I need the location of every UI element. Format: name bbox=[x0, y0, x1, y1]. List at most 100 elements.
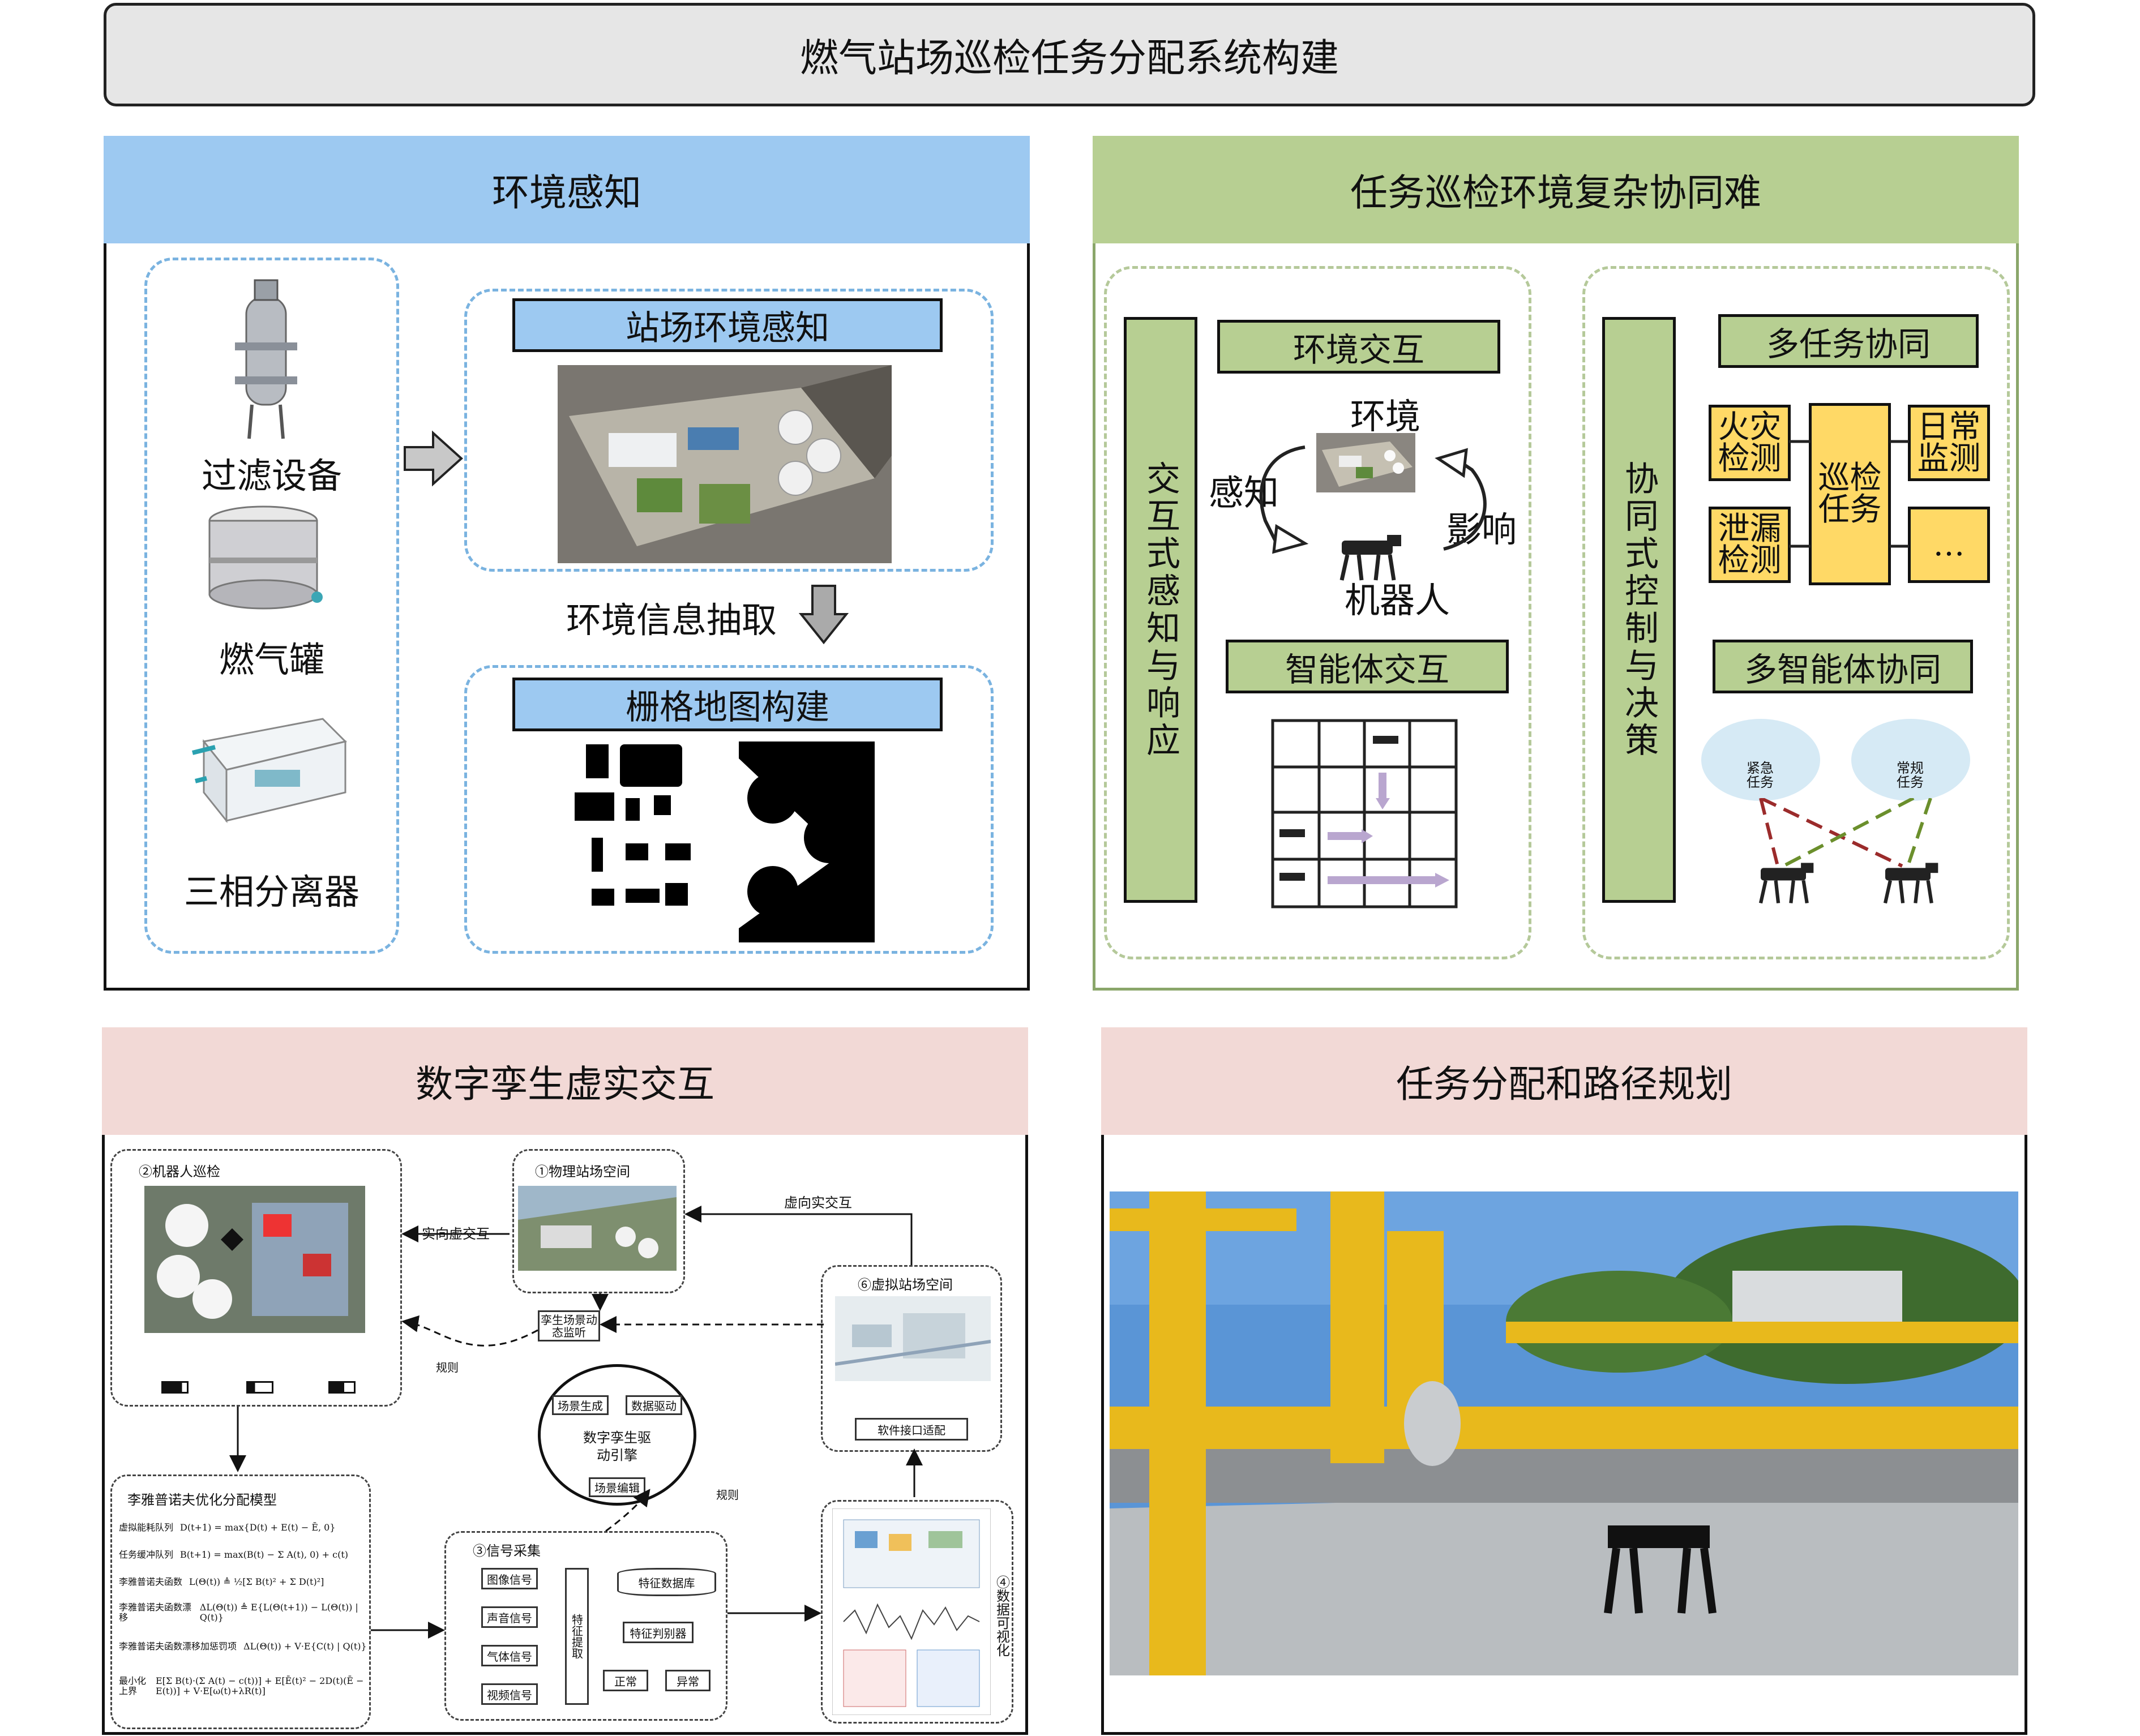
virtual-to-real-label: 虚向实交互 bbox=[784, 1195, 852, 1211]
lyapunov-row-formula: D(t+1) = max{D(t) + E(t) − Ē, 0} bbox=[180, 1521, 336, 1533]
separator-image bbox=[192, 718, 347, 824]
urgent-task-label: 紧急任务 bbox=[1747, 760, 1774, 791]
lyapunov-row-formula: E[Σ B(t)·(Σ A(t) − c(t))] + E[Ē(t)² − 2D… bbox=[155, 1675, 364, 1696]
station-3d-model-image bbox=[558, 365, 892, 563]
scene-edit-box: 场景编辑 bbox=[589, 1477, 645, 1497]
multi-agent-label: 多智能体协同 bbox=[1713, 640, 1973, 693]
lyapunov-row-label: 李雅普诺夫函数 bbox=[119, 1576, 183, 1587]
grid-map-group bbox=[464, 665, 994, 954]
task-connectors bbox=[1789, 440, 1909, 548]
regular-task-label: 常规任务 bbox=[1897, 760, 1924, 791]
engine-label: 数字孪生驱动引擎 bbox=[583, 1430, 651, 1464]
regular-task-bubble bbox=[1851, 719, 1970, 801]
patrol-robot-photo bbox=[1110, 1191, 2018, 1675]
env-word: 环境 bbox=[1350, 396, 1421, 437]
signal-image: 图像信号 bbox=[481, 1568, 538, 1589]
feature-cls-box: 特征判别器 bbox=[623, 1622, 694, 1643]
robot-dog-icon bbox=[1339, 535, 1401, 581]
virtual-space-title: ⑥虚拟站场空间 bbox=[858, 1277, 953, 1293]
rule-label-1: 规则 bbox=[436, 1361, 459, 1374]
lyapunov-row-formula: B(t+1) = max(B(t) − Σ A(t), 0) + c(t) bbox=[180, 1549, 348, 1560]
twin-monitor-box: 孪生场景动态监听 bbox=[538, 1310, 600, 1341]
signal-video: 视频信号 bbox=[481, 1683, 538, 1705]
daily-monitor-box: 日常监测 bbox=[1908, 405, 1990, 481]
grid-map-image bbox=[569, 741, 875, 942]
signal-sound: 声音信号 bbox=[481, 1606, 538, 1628]
agent-grid-diagram bbox=[1271, 719, 1458, 908]
fire-detect-box: 火灾检测 bbox=[1709, 405, 1791, 481]
lyapunov-row: 最小化上界 E[Σ B(t)·(Σ A(t) − c(t))] + E[Ē(t)²… bbox=[119, 1664, 368, 1709]
robot-patrol-group bbox=[110, 1149, 402, 1407]
robot-patrol-map-image bbox=[144, 1186, 365, 1333]
normal-box: 正常 bbox=[603, 1670, 648, 1691]
panel3-connectors bbox=[229, 1206, 923, 1639]
equipment-label-separator: 三相分离器 bbox=[183, 871, 359, 912]
leak-detect-box: 泄漏检测 bbox=[1709, 507, 1791, 583]
virtual-space-image bbox=[835, 1296, 991, 1381]
extract-label: 环境信息抽取 bbox=[566, 599, 777, 641]
robot-word: 机器人 bbox=[1345, 580, 1450, 621]
perceive-cycle-arrow bbox=[1259, 445, 1309, 554]
grid-map-label: 栅格地图构建 bbox=[512, 678, 943, 731]
rule-label-2: 规则 bbox=[716, 1488, 739, 1502]
more-tasks-box: … bbox=[1908, 507, 1990, 583]
signal-title: ③信号采集 bbox=[473, 1543, 541, 1559]
robot-patrol-title: ②机器人巡检 bbox=[139, 1164, 220, 1180]
page-title: 燃气站场巡检任务分配系统构建 bbox=[104, 3, 2035, 106]
lyapunov-row-label: 虚拟能耗队列 bbox=[119, 1521, 174, 1533]
robot-dog-icon-a bbox=[1758, 863, 1814, 904]
physical-space-group bbox=[512, 1149, 685, 1293]
scene-gen-box: 场景生成 bbox=[552, 1395, 609, 1415]
interactive-vertical-label: 交互式感知与响应 bbox=[1124, 317, 1197, 903]
engine-circle bbox=[538, 1364, 696, 1506]
filter-device-image bbox=[235, 279, 297, 439]
adapter-box: 软件接口适配 bbox=[855, 1418, 968, 1441]
lyapunov-row: 李雅普诺夫函数漂移加惩罚项 ΔL(Θ(t)) + V·E{C(t) | Q(t)} bbox=[119, 1630, 368, 1664]
physical-space-title: ①物理站场空间 bbox=[535, 1164, 630, 1180]
lyapunov-rows: 虚拟能耗队列 D(t+1) = max{D(t) + E(t) − Ē, 0} 任… bbox=[119, 1514, 368, 1709]
lyapunov-row-label: 李雅普诺夫函数漂移加惩罚项 bbox=[119, 1640, 237, 1652]
lyapunov-row-formula: ΔL(Θ(t)) ≜ E{L(Θ(t+1)) − L(Θ(t)) | Q(t)} bbox=[199, 1601, 358, 1623]
lyapunov-row-formula: ΔL(Θ(t)) + V·E{C(t) | Q(t)} bbox=[243, 1640, 367, 1652]
lyapunov-group bbox=[110, 1474, 371, 1729]
agent-interact-label: 智能体交互 bbox=[1226, 640, 1509, 693]
battery-icon-2 bbox=[246, 1381, 273, 1394]
physical-space-image bbox=[518, 1186, 677, 1271]
feature-extract-box: 特征提取 bbox=[565, 1568, 589, 1705]
equipment-group bbox=[144, 258, 399, 954]
visualization-group bbox=[821, 1500, 1013, 1724]
panel1-header: 环境感知 bbox=[104, 136, 1030, 243]
data-drive-box: 数据驱动 bbox=[626, 1395, 682, 1415]
agent-assignment-lines bbox=[1759, 798, 1932, 868]
lyapunov-row: 李雅普诺夫函数漂移 ΔL(Θ(t)) ≜ E{L(Θ(t+1)) − L(Θ(t)… bbox=[119, 1596, 368, 1630]
perception-group bbox=[464, 289, 994, 572]
collaborative-vertical-label: 协同式控制与决策 bbox=[1602, 317, 1676, 903]
env-interact-label: 环境交互 bbox=[1217, 320, 1500, 374]
visualization-label: ④数据可视化 bbox=[994, 1575, 1010, 1657]
env-scene-image bbox=[1316, 433, 1415, 492]
lyapunov-row-label: 李雅普诺夫函数漂移 bbox=[119, 1601, 192, 1623]
signal-gas: 气体信号 bbox=[481, 1645, 538, 1666]
panel2-body bbox=[1093, 243, 2019, 991]
perceive-word: 感知 bbox=[1209, 472, 1279, 513]
lyapunov-row: 李雅普诺夫函数 L(Θ(t)) ≜ ½[Σ B(t)² + Σ D(t)²] bbox=[119, 1568, 368, 1596]
abnormal-box: 异常 bbox=[665, 1670, 711, 1691]
lyapunov-row: 任务缓冲队列 B(t+1) = max(B(t) − Σ A(t), 0) + c… bbox=[119, 1541, 368, 1568]
influence-cycle-arrow bbox=[1435, 448, 1487, 551]
lyapunov-row-formula: L(Θ(t)) ≜ ½[Σ B(t)² + Σ D(t)²] bbox=[189, 1576, 324, 1587]
signal-group bbox=[444, 1531, 727, 1721]
battery-icon-1 bbox=[161, 1381, 189, 1394]
interactive-group bbox=[1104, 266, 1531, 959]
lyapunov-row-label: 任务缓冲队列 bbox=[119, 1549, 174, 1560]
feature-db-box: 特征数据库 bbox=[617, 1568, 716, 1596]
lyapunov-row-label: 最小化上界 bbox=[119, 1675, 147, 1696]
lyapunov-title: 李雅普诺夫优化分配模型 bbox=[127, 1492, 277, 1508]
lyapunov-row: 虚拟能耗队列 D(t+1) = max{D(t) + E(t) − Ē, 0} bbox=[119, 1514, 368, 1541]
down-arrow-icon bbox=[798, 585, 849, 645]
robot-dog-icon-b bbox=[1883, 863, 1938, 904]
panel3-header: 数字孪生虚实交互 bbox=[102, 1027, 1028, 1135]
equipment-label-filter: 过滤设备 bbox=[201, 455, 342, 496]
right-arrow-icon bbox=[404, 430, 463, 487]
visualization-image bbox=[832, 1508, 991, 1715]
station-perception-label: 站场环境感知 bbox=[512, 298, 943, 352]
